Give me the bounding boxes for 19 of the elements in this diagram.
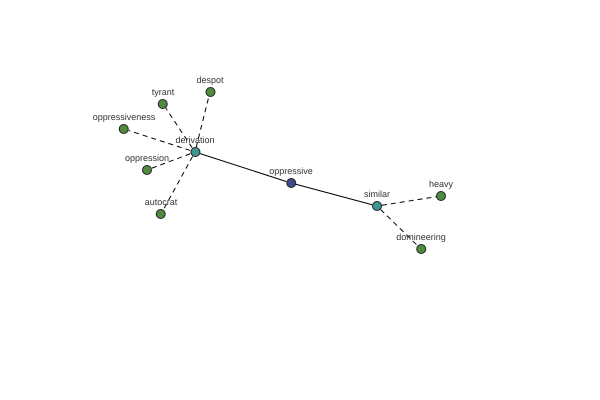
node-label: despot	[196, 75, 224, 86]
connector-line	[151, 153, 191, 169]
connector-line	[128, 130, 191, 151]
node-label: autocrat	[144, 197, 178, 208]
node-label: tyrant	[152, 87, 174, 98]
node-label: heavy	[428, 179, 454, 190]
connector-line	[381, 196, 437, 206]
connector-line	[165, 108, 193, 148]
connector-line	[295, 184, 373, 206]
node-label: oppression	[124, 153, 170, 164]
node-label: oppressive	[269, 166, 313, 177]
connector-line	[196, 96, 210, 148]
connector-line	[162, 156, 194, 210]
node-label: similar	[364, 189, 390, 200]
node-label: derivation	[175, 135, 215, 146]
node-label: oppressiveness	[92, 112, 156, 123]
connector-line	[199, 153, 287, 182]
connector-line	[380, 209, 418, 246]
node-label: domineering	[396, 232, 446, 243]
